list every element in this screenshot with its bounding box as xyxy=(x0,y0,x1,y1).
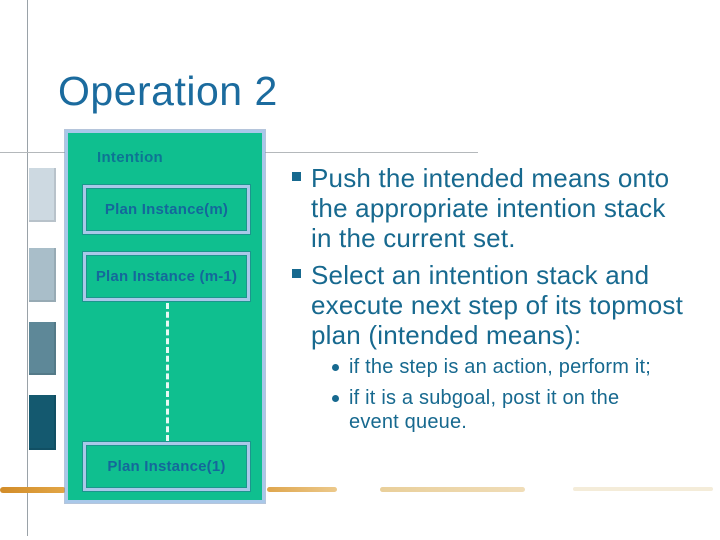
decor-square-3 xyxy=(29,322,56,375)
plan-instance-box-m-1: Plan Instance (m-1) xyxy=(83,252,250,301)
bullet-item: Push the intended means onto the appropr… xyxy=(311,163,670,253)
accent-underline-segment-1 xyxy=(0,487,66,493)
intention-stack-box: Intention Plan Instance(m) Plan Instance… xyxy=(65,130,265,503)
page-title: Operation 2 xyxy=(58,68,278,114)
dashed-connector-line xyxy=(166,303,169,441)
decor-square-1 xyxy=(29,168,56,222)
vertical-guide-line xyxy=(27,0,28,536)
intention-stack-label: Intention xyxy=(97,149,164,166)
accent-underline-segment-3 xyxy=(380,487,525,492)
accent-underline-segment-2 xyxy=(267,487,337,492)
plan-instance-box-1: Plan Instance(1) xyxy=(83,442,250,491)
decor-square-2 xyxy=(29,248,56,302)
bullet-square-marker xyxy=(292,269,301,278)
bullet-square-marker xyxy=(292,172,301,181)
sub-bullet-item: if the step is an action, perform it; xyxy=(349,356,651,378)
plan-instance-label: Plan Instance(1) xyxy=(107,458,226,475)
bullet-item: Select an intention stack and execute ne… xyxy=(311,260,684,350)
plan-instance-label: Plan Instance(m) xyxy=(104,201,229,218)
sub-bullet-item: if it is a subgoal, post it on the event… xyxy=(349,387,620,433)
decor-square-4 xyxy=(29,395,56,450)
accent-underline-segment-4 xyxy=(573,487,713,491)
plan-instance-label: Plan Instance (m-1) xyxy=(95,268,238,285)
bullet-round-marker xyxy=(332,395,339,402)
plan-instance-box-m: Plan Instance(m) xyxy=(83,185,250,234)
bullet-round-marker xyxy=(332,364,339,371)
